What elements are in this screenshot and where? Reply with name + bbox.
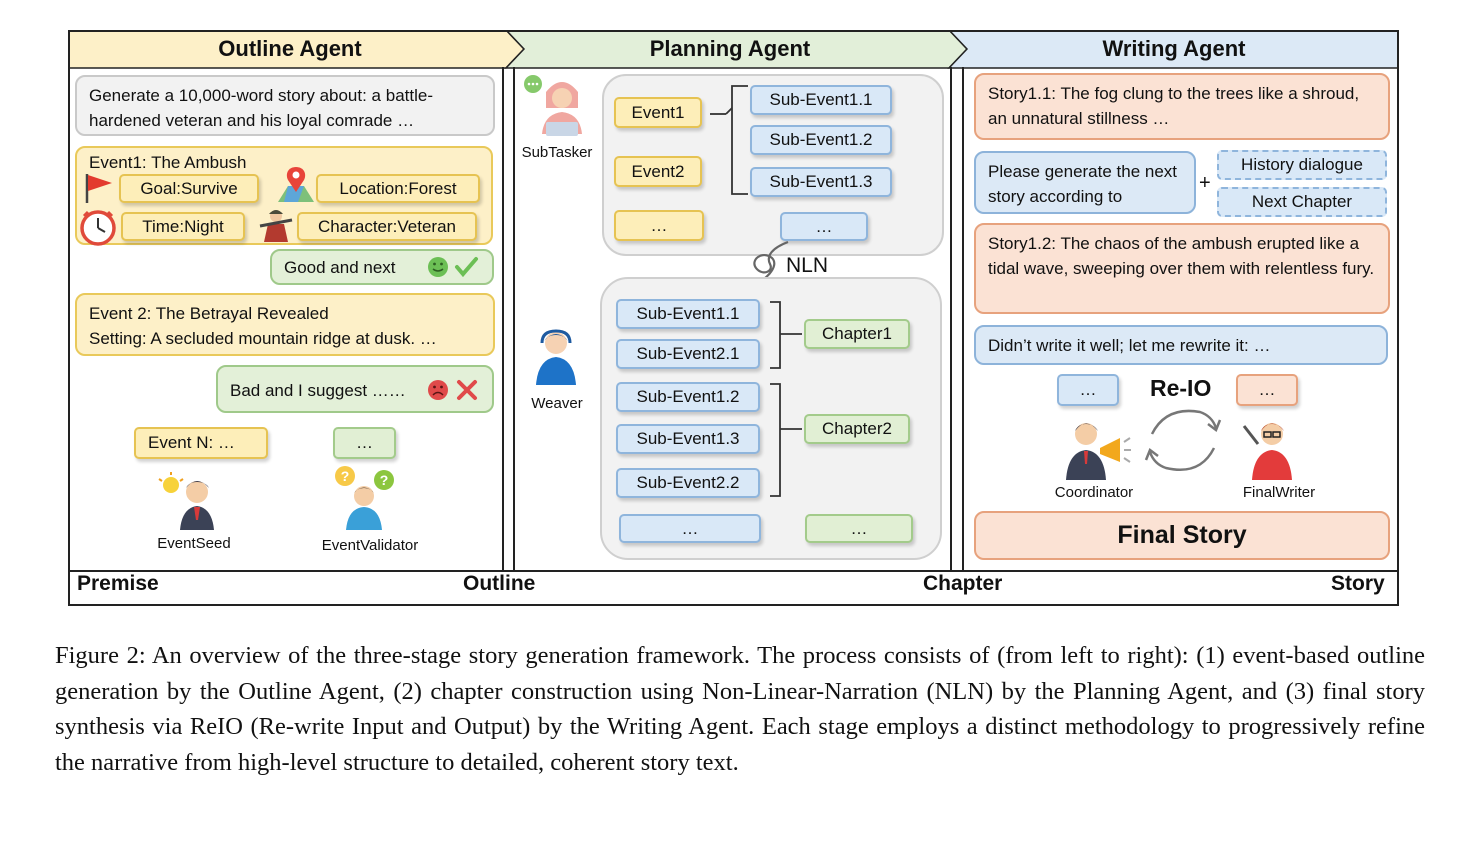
time-pill: Time:Night bbox=[121, 212, 245, 241]
planning-event-ellipsis: … bbox=[614, 210, 704, 241]
writing-agent-header: Writing Agent bbox=[1102, 36, 1246, 61]
event1-title: Event1: The Ambush bbox=[89, 153, 247, 172]
flag-icon bbox=[85, 174, 112, 203]
weaver-label: Weaver bbox=[531, 395, 583, 412]
chapter1-sub-event: Sub-Event2.1 bbox=[616, 339, 760, 369]
writing-ellipsis-blue: … bbox=[1057, 374, 1119, 406]
final-story-box: Final Story bbox=[974, 511, 1390, 560]
rewrite-box: Didn’t write it well; let me rewrite it:… bbox=[974, 325, 1388, 365]
event2-title: Event 2: The Betrayal Revealed bbox=[89, 304, 329, 323]
clock-icon bbox=[80, 210, 116, 246]
outline-ellipsis-pill: … bbox=[333, 427, 396, 459]
history-dialogue-pill: History dialogue bbox=[1217, 150, 1387, 180]
figure-caption: Figure 2: An overview of the three-stage… bbox=[55, 638, 1425, 780]
separator bbox=[962, 67, 964, 571]
next-chapter-pill: Next Chapter bbox=[1217, 187, 1387, 217]
character-pill: Character:Veteran bbox=[297, 212, 477, 241]
svg-text:?: ? bbox=[341, 468, 350, 484]
bad-feedback-text: Bad and I suggest …… bbox=[230, 381, 406, 400]
nln-label: NLN bbox=[786, 254, 829, 277]
eventvalidator-label: EventValidator bbox=[321, 537, 419, 554]
chapter1-sub-event: Sub-Event1.1 bbox=[616, 299, 760, 329]
footer-premise: Premise bbox=[77, 572, 159, 595]
subtasker-label: SubTasker bbox=[521, 144, 593, 161]
diagram-frame bbox=[68, 30, 1399, 606]
footer-chapter: Chapter bbox=[923, 572, 1003, 595]
outline-agent-header: Outline Agent bbox=[218, 36, 362, 61]
eventvalidator-person-icon: ? ? bbox=[335, 466, 394, 530]
subtasker-person-icon bbox=[524, 75, 582, 136]
event2-pill: Event2 bbox=[614, 156, 702, 187]
writing-ellipsis-orange: … bbox=[1236, 374, 1298, 406]
chapter1-pill: Chapter1 bbox=[804, 319, 910, 349]
coordinator-label: Coordinator bbox=[1054, 484, 1134, 501]
soldier-icon bbox=[259, 210, 293, 242]
header-band bbox=[68, 30, 1399, 69]
reio-cycle-arrows bbox=[1144, 409, 1222, 471]
weaver-person-icon bbox=[536, 329, 576, 385]
event-n-pill: Event N: … bbox=[134, 427, 268, 459]
svg-text:?: ? bbox=[380, 472, 389, 488]
chapter2-sub-event: Sub-Event1.3 bbox=[616, 424, 760, 454]
map-pin-icon bbox=[278, 167, 314, 202]
footer-story: Story bbox=[1331, 572, 1385, 595]
sub-event-pill: Sub-Event1.3 bbox=[750, 167, 892, 197]
story11-box: Story1.1: The fog clung to the trees lik… bbox=[974, 73, 1390, 140]
plus-sign: + bbox=[1199, 172, 1211, 194]
chapter2-pill: Chapter2 bbox=[804, 414, 910, 444]
event-to-subevent-brace bbox=[710, 85, 748, 195]
footer-outline: Outline bbox=[463, 572, 536, 595]
event2-setting: Setting: A secluded mountain ridge at du… bbox=[89, 329, 437, 348]
finalwriter-person-icon bbox=[1242, 423, 1292, 480]
reio-label: Re-IO bbox=[1150, 375, 1212, 401]
eventseed-label: EventSeed bbox=[157, 535, 231, 552]
sad-cross-icon bbox=[428, 380, 477, 400]
chapter2-sub-event: Sub-Event2.2 bbox=[616, 468, 760, 498]
weaver-sub-ellipsis: … bbox=[619, 514, 761, 543]
event1-pill: Event1 bbox=[614, 97, 702, 128]
eventseed-person-icon bbox=[158, 472, 214, 530]
planning-agent-header: Planning Agent bbox=[649, 36, 811, 61]
location-pill: Location:Forest bbox=[316, 174, 480, 203]
caption-text: Figure 2: An overview of the three-stage… bbox=[55, 642, 1425, 776]
chapter2-sub-event: Sub-Event1.2 bbox=[616, 382, 760, 412]
story12-box: Story1.2: The chaos of the ambush erupte… bbox=[974, 223, 1390, 314]
premise-prompt: Generate a 10,000-word story about: a ba… bbox=[75, 75, 495, 136]
coordinator-person-icon bbox=[1066, 423, 1131, 480]
good-feedback-text: Good and next bbox=[284, 258, 396, 277]
sub-event-ellipsis: … bbox=[780, 212, 868, 241]
smile-check-icon bbox=[428, 257, 478, 278]
separator bbox=[502, 67, 504, 571]
event2-card: Event 2: The Betrayal Revealed Setting: … bbox=[75, 293, 495, 356]
goal-pill: Goal:Survive bbox=[119, 174, 259, 203]
sub-event-pill: Sub-Event1.2 bbox=[750, 125, 892, 155]
chapter-braces bbox=[770, 301, 802, 497]
separator bbox=[513, 67, 515, 571]
request-box: Please generate the next story according… bbox=[974, 151, 1196, 214]
sub-event-pill: Sub-Event1.1 bbox=[750, 85, 892, 115]
chapter-ellipsis: … bbox=[805, 514, 913, 543]
finalwriter-label: FinalWriter bbox=[1242, 484, 1316, 501]
footer-divider bbox=[68, 570, 1399, 572]
separator bbox=[950, 67, 952, 571]
